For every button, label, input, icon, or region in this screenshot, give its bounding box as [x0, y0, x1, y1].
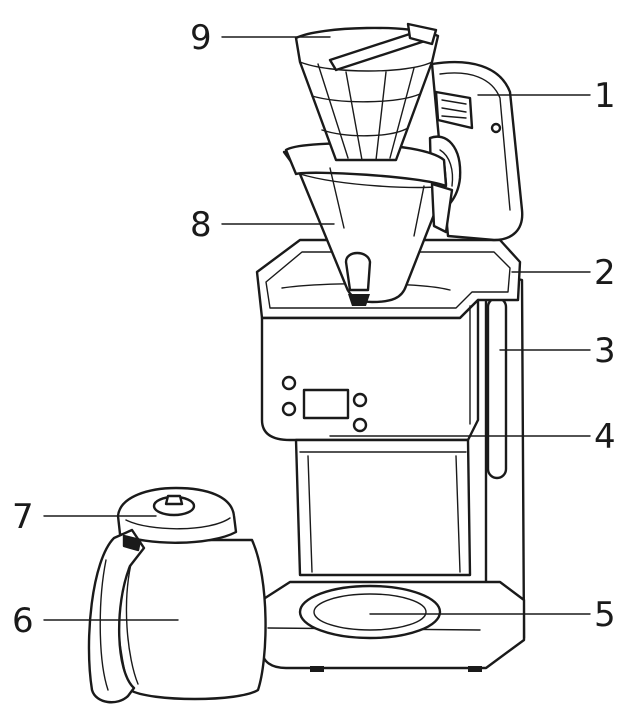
callout-3: 3: [594, 331, 616, 371]
warming-plate: [298, 584, 442, 640]
callout-7: 7: [12, 497, 34, 537]
button-top-left: [281, 375, 297, 391]
machine-body: [255, 238, 526, 672]
callout-9: 9: [190, 18, 212, 58]
callout-6: 6: [12, 601, 34, 641]
display-screen: [302, 388, 350, 420]
upper-housing: [260, 298, 480, 442]
water-level-window: [486, 296, 508, 480]
callout-5: 5: [594, 595, 616, 635]
carafe: [87, 486, 267, 704]
column-neck: [294, 438, 472, 577]
callout-2: 2: [594, 253, 616, 293]
leader-lines: [43, 36, 591, 621]
top-filter-cage: [294, 22, 440, 162]
callout-4: 4: [594, 417, 616, 457]
callout-numbers: 9 1 8 2 3 4 7 6 5: [12, 18, 616, 641]
carafe-handle: [87, 528, 146, 704]
button-bottom-right: [352, 417, 368, 433]
button-top-right: [352, 392, 368, 408]
button-bottom-left: [281, 401, 297, 417]
callout-8: 8: [190, 205, 212, 245]
filter-cone: [282, 150, 448, 304]
filter-basket: [282, 142, 454, 306]
callout-1: 1: [594, 76, 616, 116]
filter-spout: [344, 251, 372, 292]
